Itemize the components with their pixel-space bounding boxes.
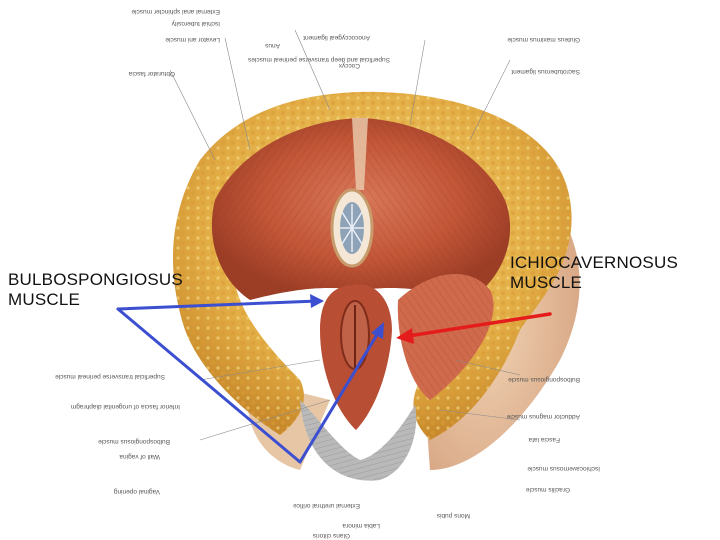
ischiocavernosus-label: ICHIOCAVERNOSUS MUSCLE [510,253,678,293]
plate-label: Sacrotuberous ligament [511,68,580,75]
plate-label: Gracilis muscle [526,486,570,493]
callout-line: BULBOSPONGIOSUS [8,270,183,289]
plate-label: Inferior fascia of urogenital diaphragm [71,403,180,410]
anococcygeal-ligament [352,118,368,190]
plate-label: Levator ani muscle [165,36,220,43]
plate-label: Gluteus maximus muscle [507,36,580,43]
plate-label: Anococcygeal ligament [303,34,370,41]
plate-label: Vaginal opening [113,488,160,495]
plate-label: Obturator fascia [128,70,175,77]
anus-folds [340,204,364,252]
plate-label: Wall of vagina [119,453,160,460]
plate-labels-left: Superficial transverse perineal muscle I… [55,373,180,495]
plate-labels-top: Superficial and deep transverse perineal… [128,8,580,77]
blue-arrow-line [116,307,302,464]
plate-label: Bulbospongiosus muscle [508,376,580,383]
callout-line: ICHIOCAVERNOSUS [510,253,678,272]
levator-fibers-left [211,118,360,300]
blue-arrowhead-icon [310,294,324,308]
plate-label: Superficial and deep transverse perineal… [247,56,390,63]
callout-line: MUSCLE [8,290,81,309]
blue-arrowhead-icon [371,322,384,339]
red-arrowhead-icon [396,328,414,344]
plate-label: Anus [264,42,280,49]
plate-label: Adductor magnus muscle [506,413,580,420]
plate-label: Fascia lata [528,436,560,443]
blue-arrow-line [298,326,383,464]
plate-label: Bulbospongiosus muscle [98,438,170,445]
levator-fibers-right [360,118,511,300]
mons-pubis-hair [300,400,417,481]
plate-label: Mons pubis [436,512,470,519]
bulbospongiosus-label: BULBOSPONGIOSUS MUSCLE [8,270,183,310]
plate-labels-bottom: Labia minora Mons pubis Glans clitoris E… [293,502,470,539]
plate-labels-right: Bulbospongiosus muscle Adductor magnus m… [506,376,600,493]
plate-label: Ischial tuberosity [171,20,220,27]
plate-label: Superficial transverse perineal muscle [55,373,165,380]
plate-label: Coccyx [338,62,360,69]
plate-label: External urethral orifice [293,502,360,509]
red-arrow-line [406,312,552,338]
plate-leader-lines [169,29,521,441]
bulbospongiosus-pointer [116,299,383,464]
plate-label: External anal sphincter muscle [131,8,220,15]
ischiocavernosus-fibers [397,273,494,400]
blue-arrow-line [116,299,320,311]
plate-label: Ischiocavernosus muscle [527,465,600,472]
plate-label: Labia minora [342,522,380,529]
plate-label: Glans clitoris [312,532,350,539]
callout-line: MUSCLE [510,273,583,292]
